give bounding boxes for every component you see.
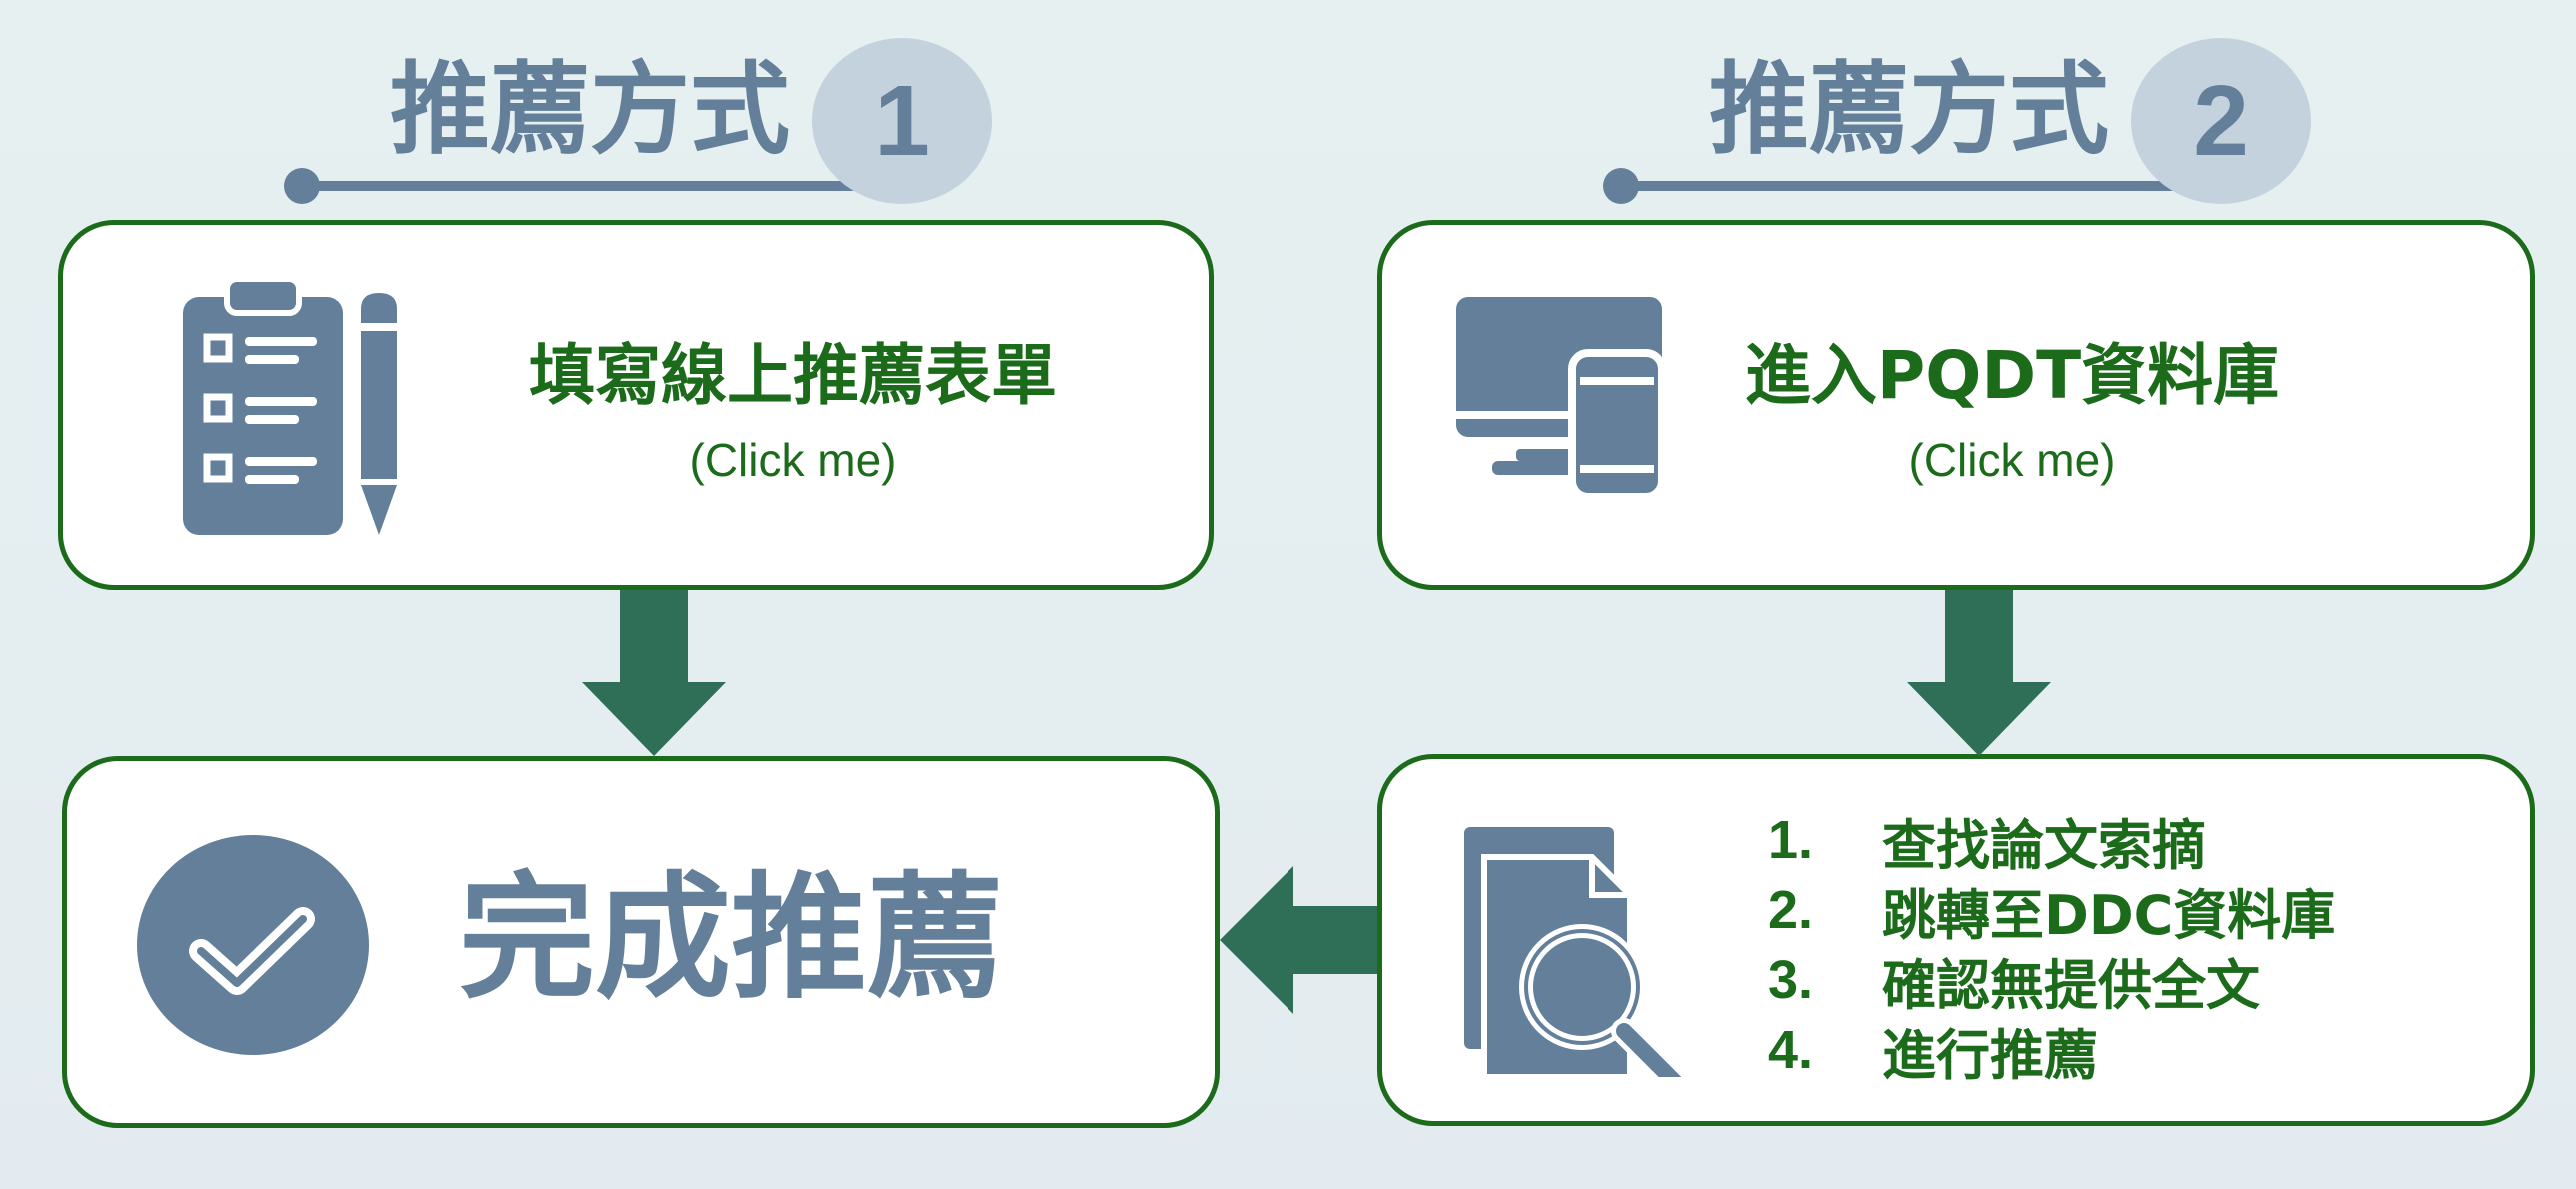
step-text: 進行推薦 — [1882, 1023, 2098, 1087]
down-arrow-icon — [582, 590, 726, 756]
step-number: 3. — [1768, 950, 1814, 1010]
method-1-heading: 推薦方式 1 — [282, 34, 1002, 204]
step-number: 4. — [1768, 1020, 1814, 1080]
recommendation-complete-label: 完成推薦 — [459, 860, 1003, 1018]
step-number: 2. — [1768, 880, 1814, 940]
step-text: 跳轉至DDC資料庫 — [1882, 883, 2336, 947]
left-arrow-icon — [1220, 866, 1377, 1014]
heading-underline — [302, 181, 862, 191]
method-2-heading-text: 推薦方式 — [1709, 51, 2109, 168]
method-2-number-badge: 2 — [2131, 38, 2311, 204]
step-number: 1. — [1768, 810, 1814, 870]
online-form-title[interactable]: 填寫線上推薦表單 — [529, 337, 1057, 414]
document-search-icon — [1464, 827, 1694, 1100]
step-text: 確認無提供全文 — [1882, 953, 2260, 1017]
step-item: 3. 確認無提供全文 — [1768, 945, 2335, 1017]
method-1-heading-text: 推薦方式 — [390, 51, 790, 168]
heading-dot — [284, 168, 320, 204]
step-item: 2. 跳轉至DDC資料庫 — [1768, 875, 2335, 947]
online-form-click-hint[interactable]: (Click me) — [689, 434, 897, 486]
checkmark-circle-icon — [135, 827, 371, 1063]
down-arrow-icon — [1907, 590, 2051, 756]
pqdt-database-title[interactable]: 進入PQDT資料庫 — [1744, 337, 2280, 414]
desktop-mobile-devices-icon — [1456, 297, 1672, 501]
step-text: 查找論文索摘 — [1882, 813, 2206, 877]
pqdt-database-click-hint[interactable]: (Click me) — [1908, 434, 2116, 486]
heading-underline — [1621, 181, 2181, 191]
recommendation-complete-box: 完成推薦 — [62, 756, 1220, 1128]
method-1-number-badge: 1 — [812, 38, 992, 204]
method-2-heading: 推薦方式 2 — [1601, 34, 2321, 204]
search-steps-list: 1. 查找論文索摘 2. 跳轉至DDC資料庫 3. 確認無提供全文 4. 進行推… — [1768, 805, 2335, 1087]
search-steps-box: 1. 查找論文索摘 2. 跳轉至DDC資料庫 3. 確認無提供全文 4. 進行推… — [1377, 754, 2535, 1126]
pqdt-database-link-box[interactable]: 進入PQDT資料庫 (Click me) — [1377, 220, 2535, 590]
step-item: 1. 查找論文索摘 — [1768, 805, 2335, 877]
clipboard-checklist-icon — [183, 276, 413, 539]
heading-dot — [1603, 168, 1639, 204]
step-item: 4. 進行推薦 — [1768, 1015, 2335, 1087]
online-form-link-box[interactable]: 填寫線上推薦表單 (Click me) — [58, 220, 1214, 590]
